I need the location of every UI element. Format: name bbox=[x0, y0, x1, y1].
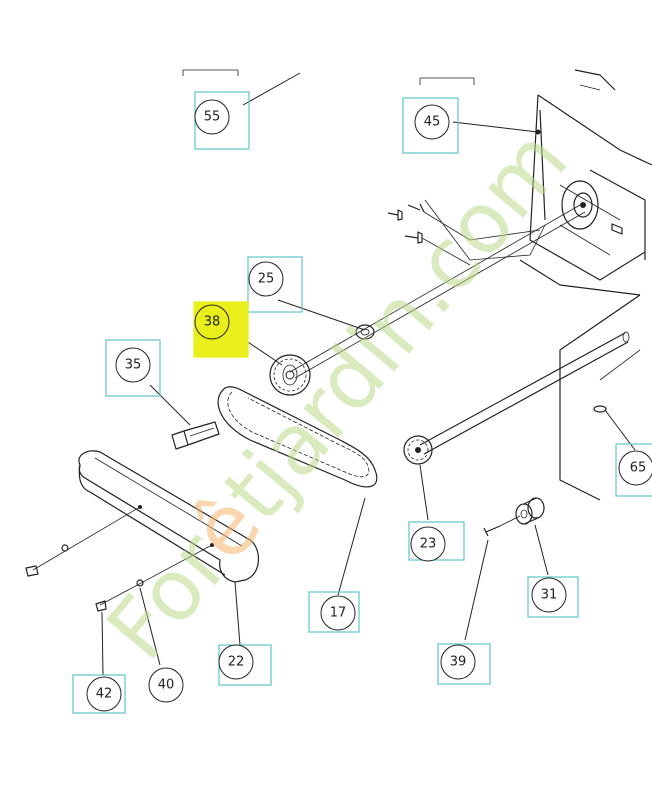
callout-23-label: 23 bbox=[420, 537, 437, 552]
drive-chain-17 bbox=[217, 386, 378, 488]
callout-55-label: 55 bbox=[204, 110, 221, 125]
sprocket-23 bbox=[403, 435, 433, 465]
leader-lines bbox=[101, 72, 636, 676]
callout-40-label: 40 bbox=[158, 678, 175, 693]
callout-23[interactable]: 23 bbox=[408, 521, 465, 562]
callout-22[interactable]: 22 bbox=[218, 644, 272, 686]
bolts-top bbox=[387, 199, 546, 266]
callout-38-highlight bbox=[193, 301, 249, 358]
callout-17-label: 17 bbox=[330, 606, 347, 621]
chain-guard-22 bbox=[78, 450, 259, 583]
callout-35-label: 35 bbox=[125, 358, 142, 373]
callouts: 55 45 25 38 35 65 23 bbox=[72, 91, 652, 714]
bolt-35 bbox=[171, 421, 220, 450]
callout-40[interactable]: 40 bbox=[148, 667, 184, 703]
callout-38-label: 38 bbox=[204, 315, 221, 330]
callout-31-label: 31 bbox=[541, 588, 558, 603]
callout-45-label: 45 bbox=[424, 115, 441, 130]
callout-39[interactable]: 39 bbox=[437, 643, 491, 685]
callout-25[interactable]: 25 bbox=[247, 256, 303, 313]
parts-drawing bbox=[25, 69, 652, 676]
callout-31[interactable]: 31 bbox=[527, 576, 579, 618]
bearing-housing bbox=[559, 180, 623, 256]
callout-17[interactable]: 17 bbox=[308, 591, 360, 633]
callout-35[interactable]: 35 bbox=[105, 339, 161, 397]
callout-65-label: 65 bbox=[630, 461, 647, 476]
callout-42[interactable]: 42 bbox=[72, 674, 126, 714]
sprocket-38 bbox=[269, 354, 311, 396]
callout-38[interactable]: 38 bbox=[193, 301, 249, 358]
callout-55[interactable]: 55 bbox=[194, 91, 250, 150]
bushing-25 bbox=[355, 324, 375, 340]
screws-left bbox=[25, 506, 213, 612]
callout-42-label: 42 bbox=[96, 687, 113, 702]
spacer-31 bbox=[515, 497, 545, 525]
callout-22-label: 22 bbox=[228, 655, 245, 670]
callout-39-label: 39 bbox=[450, 655, 467, 670]
callout-45[interactable]: 45 bbox=[402, 97, 459, 154]
callout-65[interactable]: 65 bbox=[615, 443, 652, 497]
callout-25-label: 25 bbox=[258, 272, 275, 287]
